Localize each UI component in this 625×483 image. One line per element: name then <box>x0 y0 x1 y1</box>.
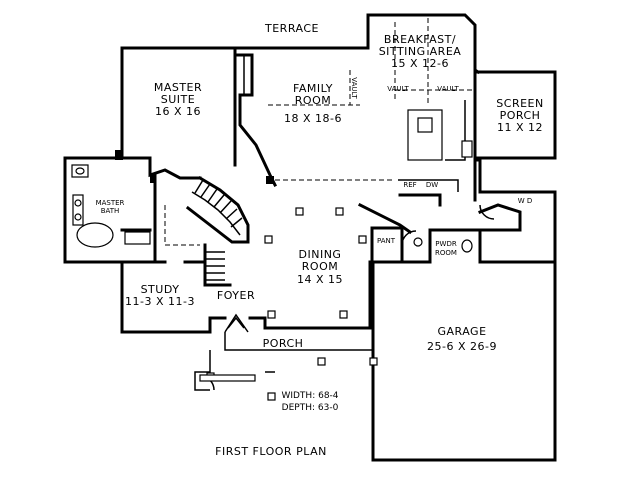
cooktop-icon <box>461 140 473 158</box>
master-bath-label-1: MASTER <box>96 199 125 207</box>
dining-room-label-1: DINING <box>299 248 342 261</box>
pantry-label: PANT <box>377 237 396 245</box>
dining-room-label-2: ROOM <box>302 260 338 273</box>
family-room-label-1: FAMILY <box>293 82 333 95</box>
breakfast-label-1: BREAKFAST/ <box>384 33 456 46</box>
foyer-label: FOYER <box>217 289 255 302</box>
porch-label: PORCH <box>263 337 304 350</box>
vault-label-vertical: VAULT <box>350 77 358 99</box>
family-room-size: 18 X 18-6 <box>284 112 342 125</box>
screen-porch-label-1: SCREEN <box>496 97 543 110</box>
study-label: STUDY <box>141 283 180 296</box>
family-room-label-2: ROOM <box>295 94 331 107</box>
master-bath-label-2: BATH <box>101 207 120 215</box>
screen-porch-size: 11 X 12 <box>497 121 543 134</box>
depth-dimension: DEPTH: 63-0 <box>282 403 339 413</box>
master-suite-label-2: SUITE <box>161 93 195 106</box>
exterior-walls <box>63 13 557 462</box>
dw-label: DW <box>426 181 438 189</box>
vault-label-left: VAULT <box>387 85 409 93</box>
study-size: 11-3 X 11-3 <box>125 295 195 308</box>
screen-porch-label-2: PORCH <box>500 109 541 122</box>
doors <box>199 204 495 391</box>
width-dimension: WIDTH: 68-4 <box>281 391 338 401</box>
laundry-label: W D <box>518 197 533 205</box>
garage-label: GARAGE <box>437 325 486 338</box>
terrace-label: TERRACE <box>264 22 319 35</box>
ref-label: REF <box>403 181 416 189</box>
breakfast-size: 15 X 12-6 <box>391 57 449 70</box>
tub-icon <box>76 222 114 248</box>
powder-room-label-2: ROOM <box>435 249 457 257</box>
plan-title: FIRST FLOOR PLAN <box>215 445 327 458</box>
master-suite-size: 16 X 16 <box>155 105 201 118</box>
stair-treads <box>194 179 243 228</box>
garage-size: 25-6 X 26-9 <box>427 340 497 353</box>
interior-walls <box>120 18 522 287</box>
dining-room-size: 14 X 15 <box>297 273 343 286</box>
bath-fixtures <box>71 140 473 253</box>
sink-icon <box>413 237 423 247</box>
toilet-icon <box>461 239 473 253</box>
vault-label-right: VAULT <box>437 85 459 93</box>
lower-stair-treads <box>205 251 225 281</box>
breakfast-label-2: SITTING AREA <box>379 45 462 58</box>
room-labels: TERRACE BREAKFAST/ SITTING AREA 15 X 12-… <box>96 22 544 458</box>
master-suite-label-1: MASTER <box>154 81 202 94</box>
powder-room-label-1: PWDR <box>435 240 457 248</box>
